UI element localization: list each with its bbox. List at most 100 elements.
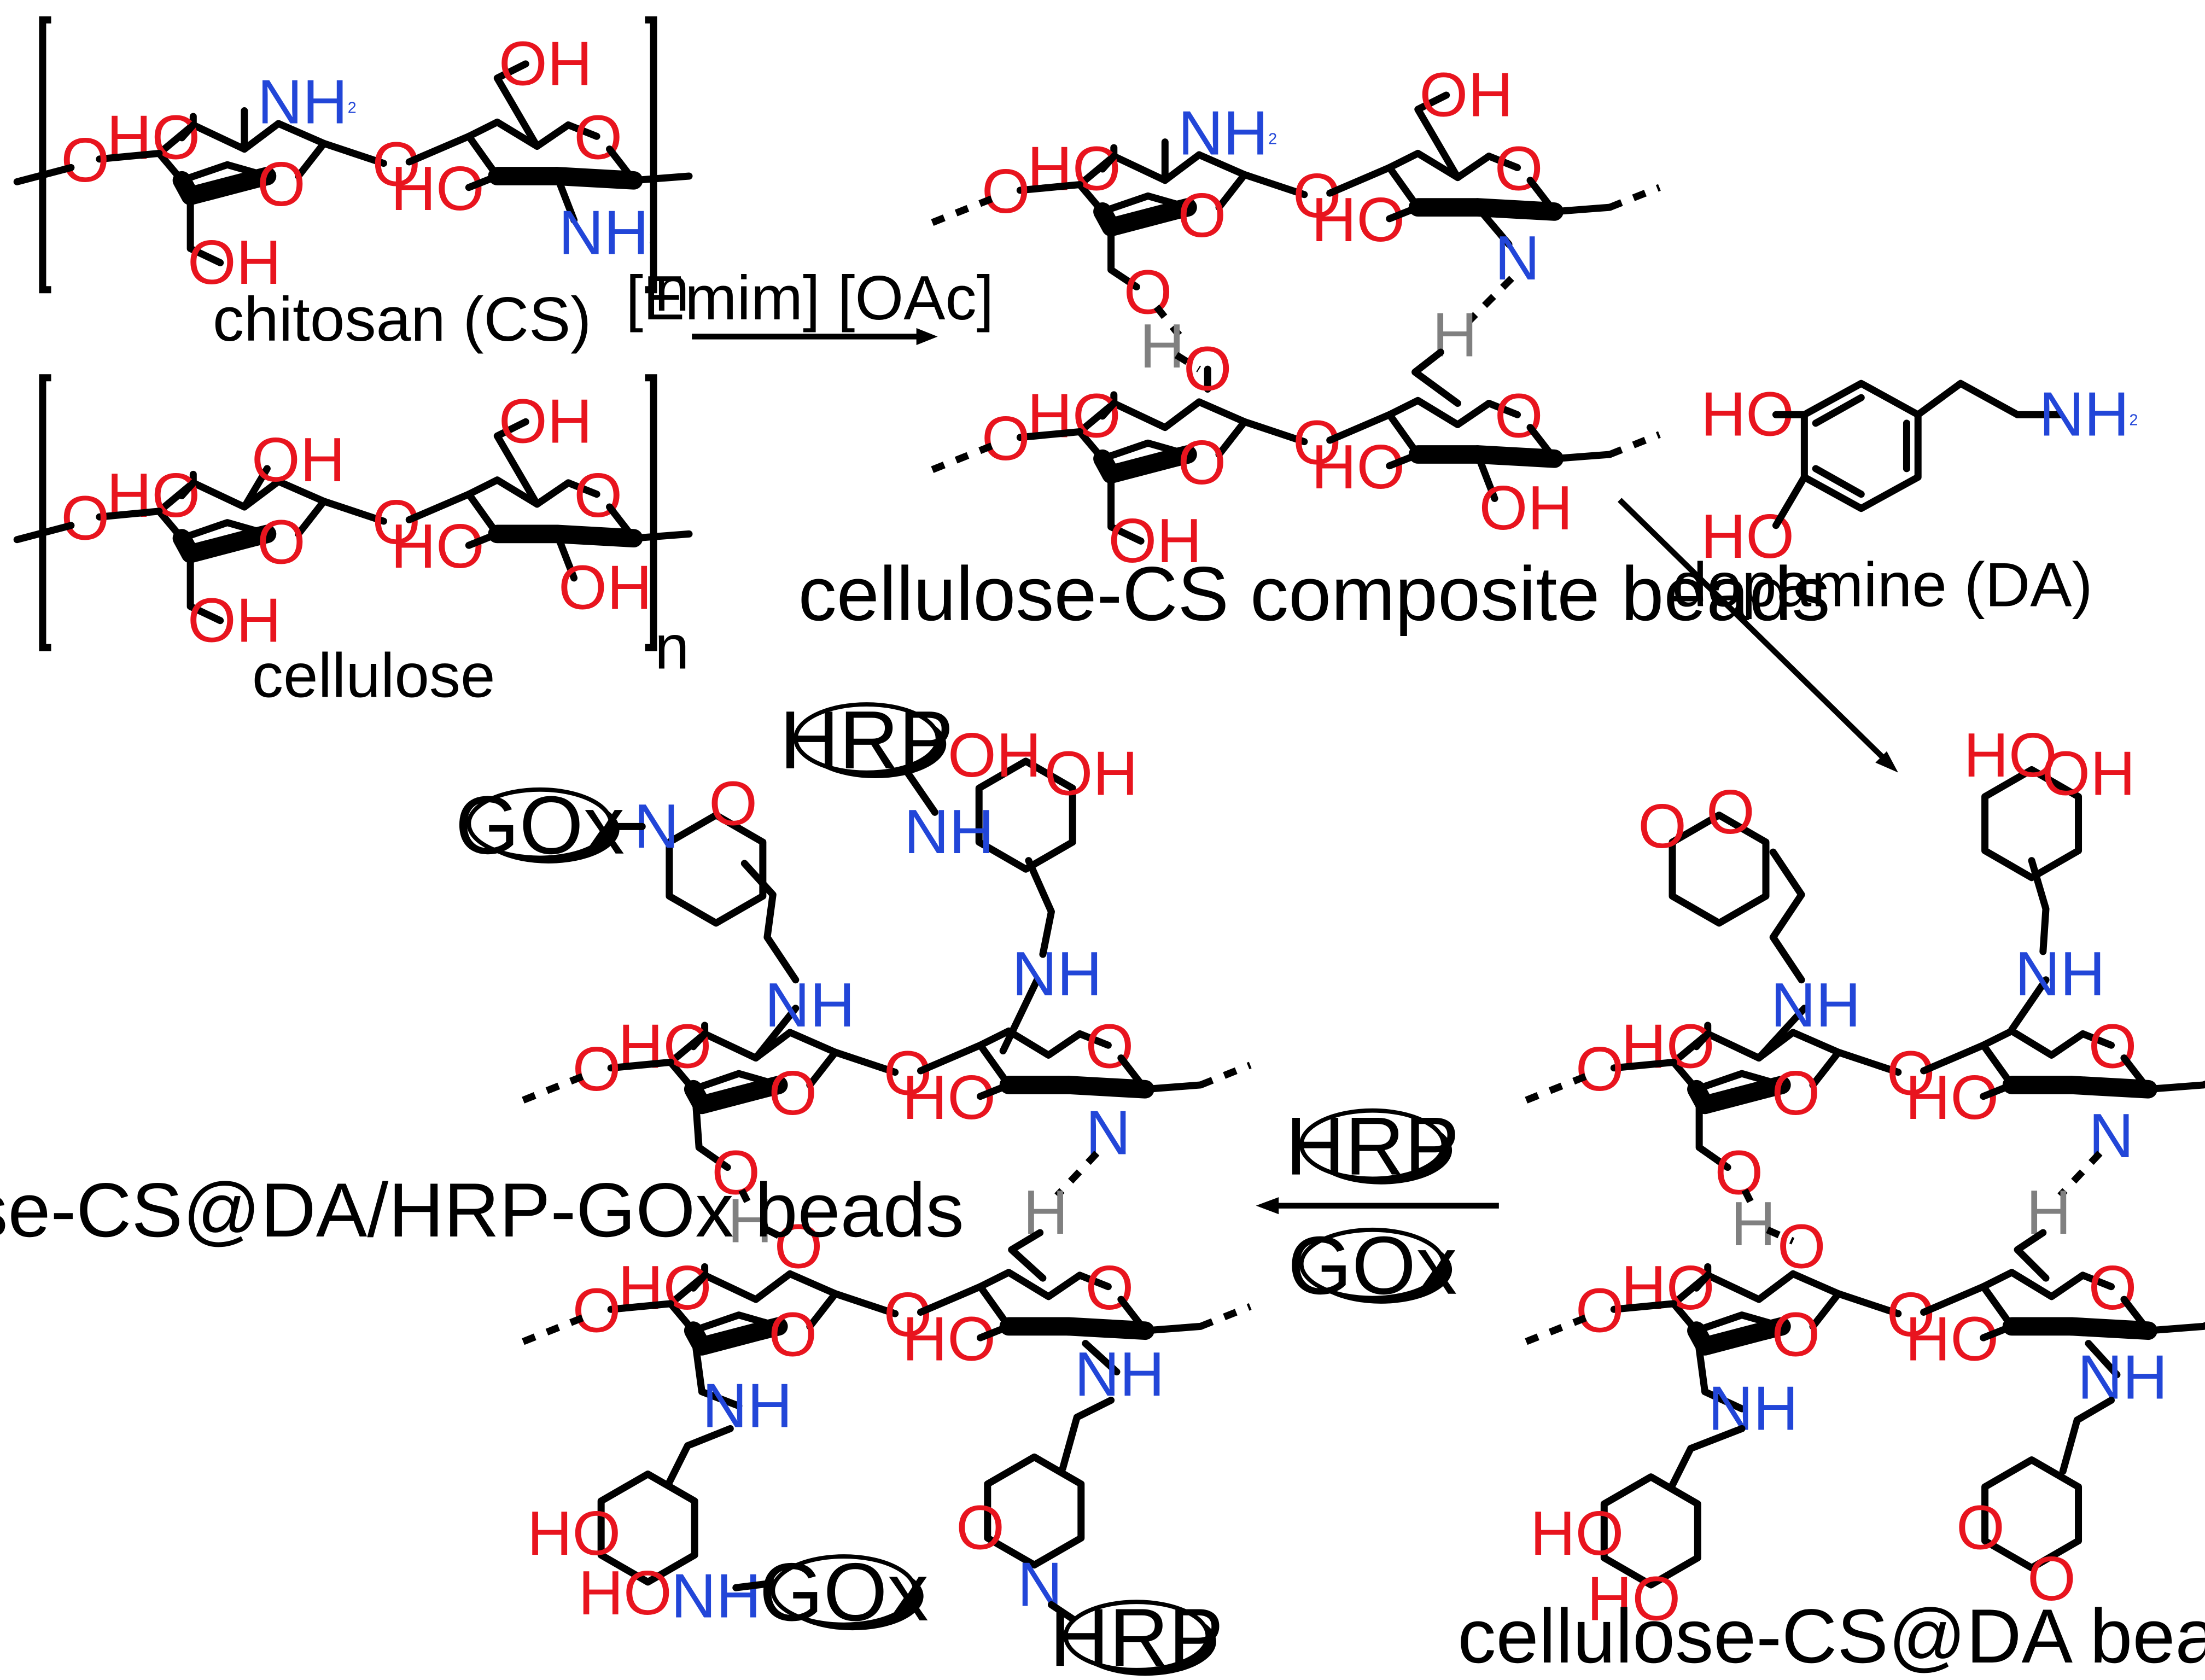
ring-oxygen: O — [768, 1059, 817, 1128]
gox-enzyme-bound: GOx — [455, 779, 625, 871]
bond — [1693, 1030, 1712, 1051]
cellulose-label: cellulose — [252, 641, 495, 711]
bond — [765, 1227, 792, 1245]
bond — [1326, 164, 1393, 197]
bond — [667, 1029, 794, 1066]
bond — [1610, 1058, 1677, 1072]
bridge-oxygen: O — [573, 1035, 621, 1104]
carbonyl-oxygen: O — [1638, 792, 1687, 861]
bond — [975, 757, 1076, 873]
bond — [2057, 1151, 2103, 1198]
bond — [1161, 445, 1197, 468]
bond — [1386, 203, 1422, 223]
bond — [597, 1470, 698, 1586]
bond — [1199, 1303, 1252, 1330]
bond — [181, 529, 260, 563]
enzyme-name: GOx — [1288, 1220, 1457, 1311]
amine-nh-label: NH — [1012, 940, 1102, 1009]
glycosidic-oxygen: O — [372, 130, 421, 200]
bond — [405, 491, 472, 523]
carbonyl-oxygen: O — [1706, 778, 1755, 847]
bond — [96, 149, 163, 163]
bond — [1755, 1076, 1791, 1099]
amine-nh2-label: NH2 — [1178, 99, 1277, 168]
bond — [1485, 399, 1521, 418]
ring-oxygen: O — [1177, 181, 1226, 250]
hrp-enzyme-bound: HRP — [780, 694, 954, 786]
glycosidic-oxygen: O — [372, 488, 421, 557]
bond — [832, 1048, 899, 1076]
bond — [1059, 1396, 1115, 1472]
bond — [465, 172, 501, 191]
hydroxyl-oxygen: O — [774, 1212, 823, 1281]
bond — [2062, 1317, 2157, 1340]
cs-da-beads-label: cellulose-CS@DA beads — [1457, 1593, 2205, 1679]
ring-oxygen: O — [257, 150, 306, 219]
amine-nh2-label: NH2 — [258, 67, 357, 137]
bond — [1980, 1322, 2016, 1341]
ring-oxygen: O — [1177, 428, 1226, 498]
hydroxyl-label: OH — [499, 29, 592, 98]
bond — [692, 1080, 771, 1115]
enzyme-name: GOx — [759, 1546, 929, 1638]
bond — [1107, 223, 1140, 291]
hydrogen-label: H — [1140, 312, 1185, 381]
carbonyl-oxygen: O — [2027, 1544, 2076, 1614]
bond — [692, 1345, 743, 1410]
composite-beads-label: cellulose-CS composite beads — [798, 551, 1830, 637]
bond — [752, 1317, 788, 1340]
bond — [1608, 184, 1661, 211]
bond — [465, 118, 572, 150]
hydroxyl-label: HO — [527, 1499, 621, 1568]
bond — [564, 479, 600, 498]
bond — [1054, 1151, 1100, 1198]
bond — [692, 1104, 731, 1171]
bond — [1326, 411, 1393, 444]
bond — [1618, 498, 1892, 766]
hydroxyl-oxygen: O — [1777, 1212, 1826, 1281]
ring-oxygen: O — [768, 1300, 817, 1369]
bridge-oxygen: O — [982, 157, 1030, 226]
bridge-oxygen: O — [1576, 1276, 1624, 1345]
bond — [999, 976, 1041, 1055]
bond — [752, 1076, 788, 1099]
amine-nh-label: NH — [904, 797, 994, 867]
glycosidic-oxygen: O — [1887, 1039, 1935, 1109]
hydroxyl-label: HO — [1963, 721, 2057, 790]
enzyme-oval — [1299, 1227, 1446, 1300]
enzyme-oval — [1063, 1600, 1210, 1672]
carbonyl-oxygen: O — [709, 769, 757, 838]
bond — [607, 1058, 674, 1072]
glycosidic-oxygen: O — [1293, 161, 1341, 231]
bond — [320, 139, 387, 167]
bond — [2014, 1229, 2050, 1282]
bond — [39, 374, 51, 651]
bond — [1600, 1473, 1701, 1589]
bridge-oxygen: O — [573, 1276, 621, 1345]
bond — [1981, 1456, 2082, 1572]
bond — [1755, 1005, 1808, 1062]
hydroxyl-oxygen: O — [711, 1138, 760, 1208]
bond — [1669, 812, 1770, 927]
bond — [1610, 1300, 1677, 1313]
bond — [1980, 1269, 2087, 1300]
bond — [1474, 203, 1513, 248]
bond — [2079, 1030, 2115, 1049]
bond — [900, 763, 938, 816]
gox-enzyme-bound: GOx — [759, 1546, 929, 1638]
bond — [645, 374, 657, 651]
bond — [1025, 857, 1055, 958]
amine-nh-label: NH — [2078, 1343, 2168, 1412]
bond — [1769, 848, 1805, 984]
bond — [1812, 394, 1865, 427]
enzyme-name: HRP — [1286, 1100, 1460, 1192]
enzyme-oval — [1299, 1108, 1446, 1181]
bond — [607, 1300, 674, 1313]
bond — [1076, 1030, 1112, 1049]
bond — [1199, 1061, 1252, 1088]
bond — [2144, 1081, 2205, 1093]
